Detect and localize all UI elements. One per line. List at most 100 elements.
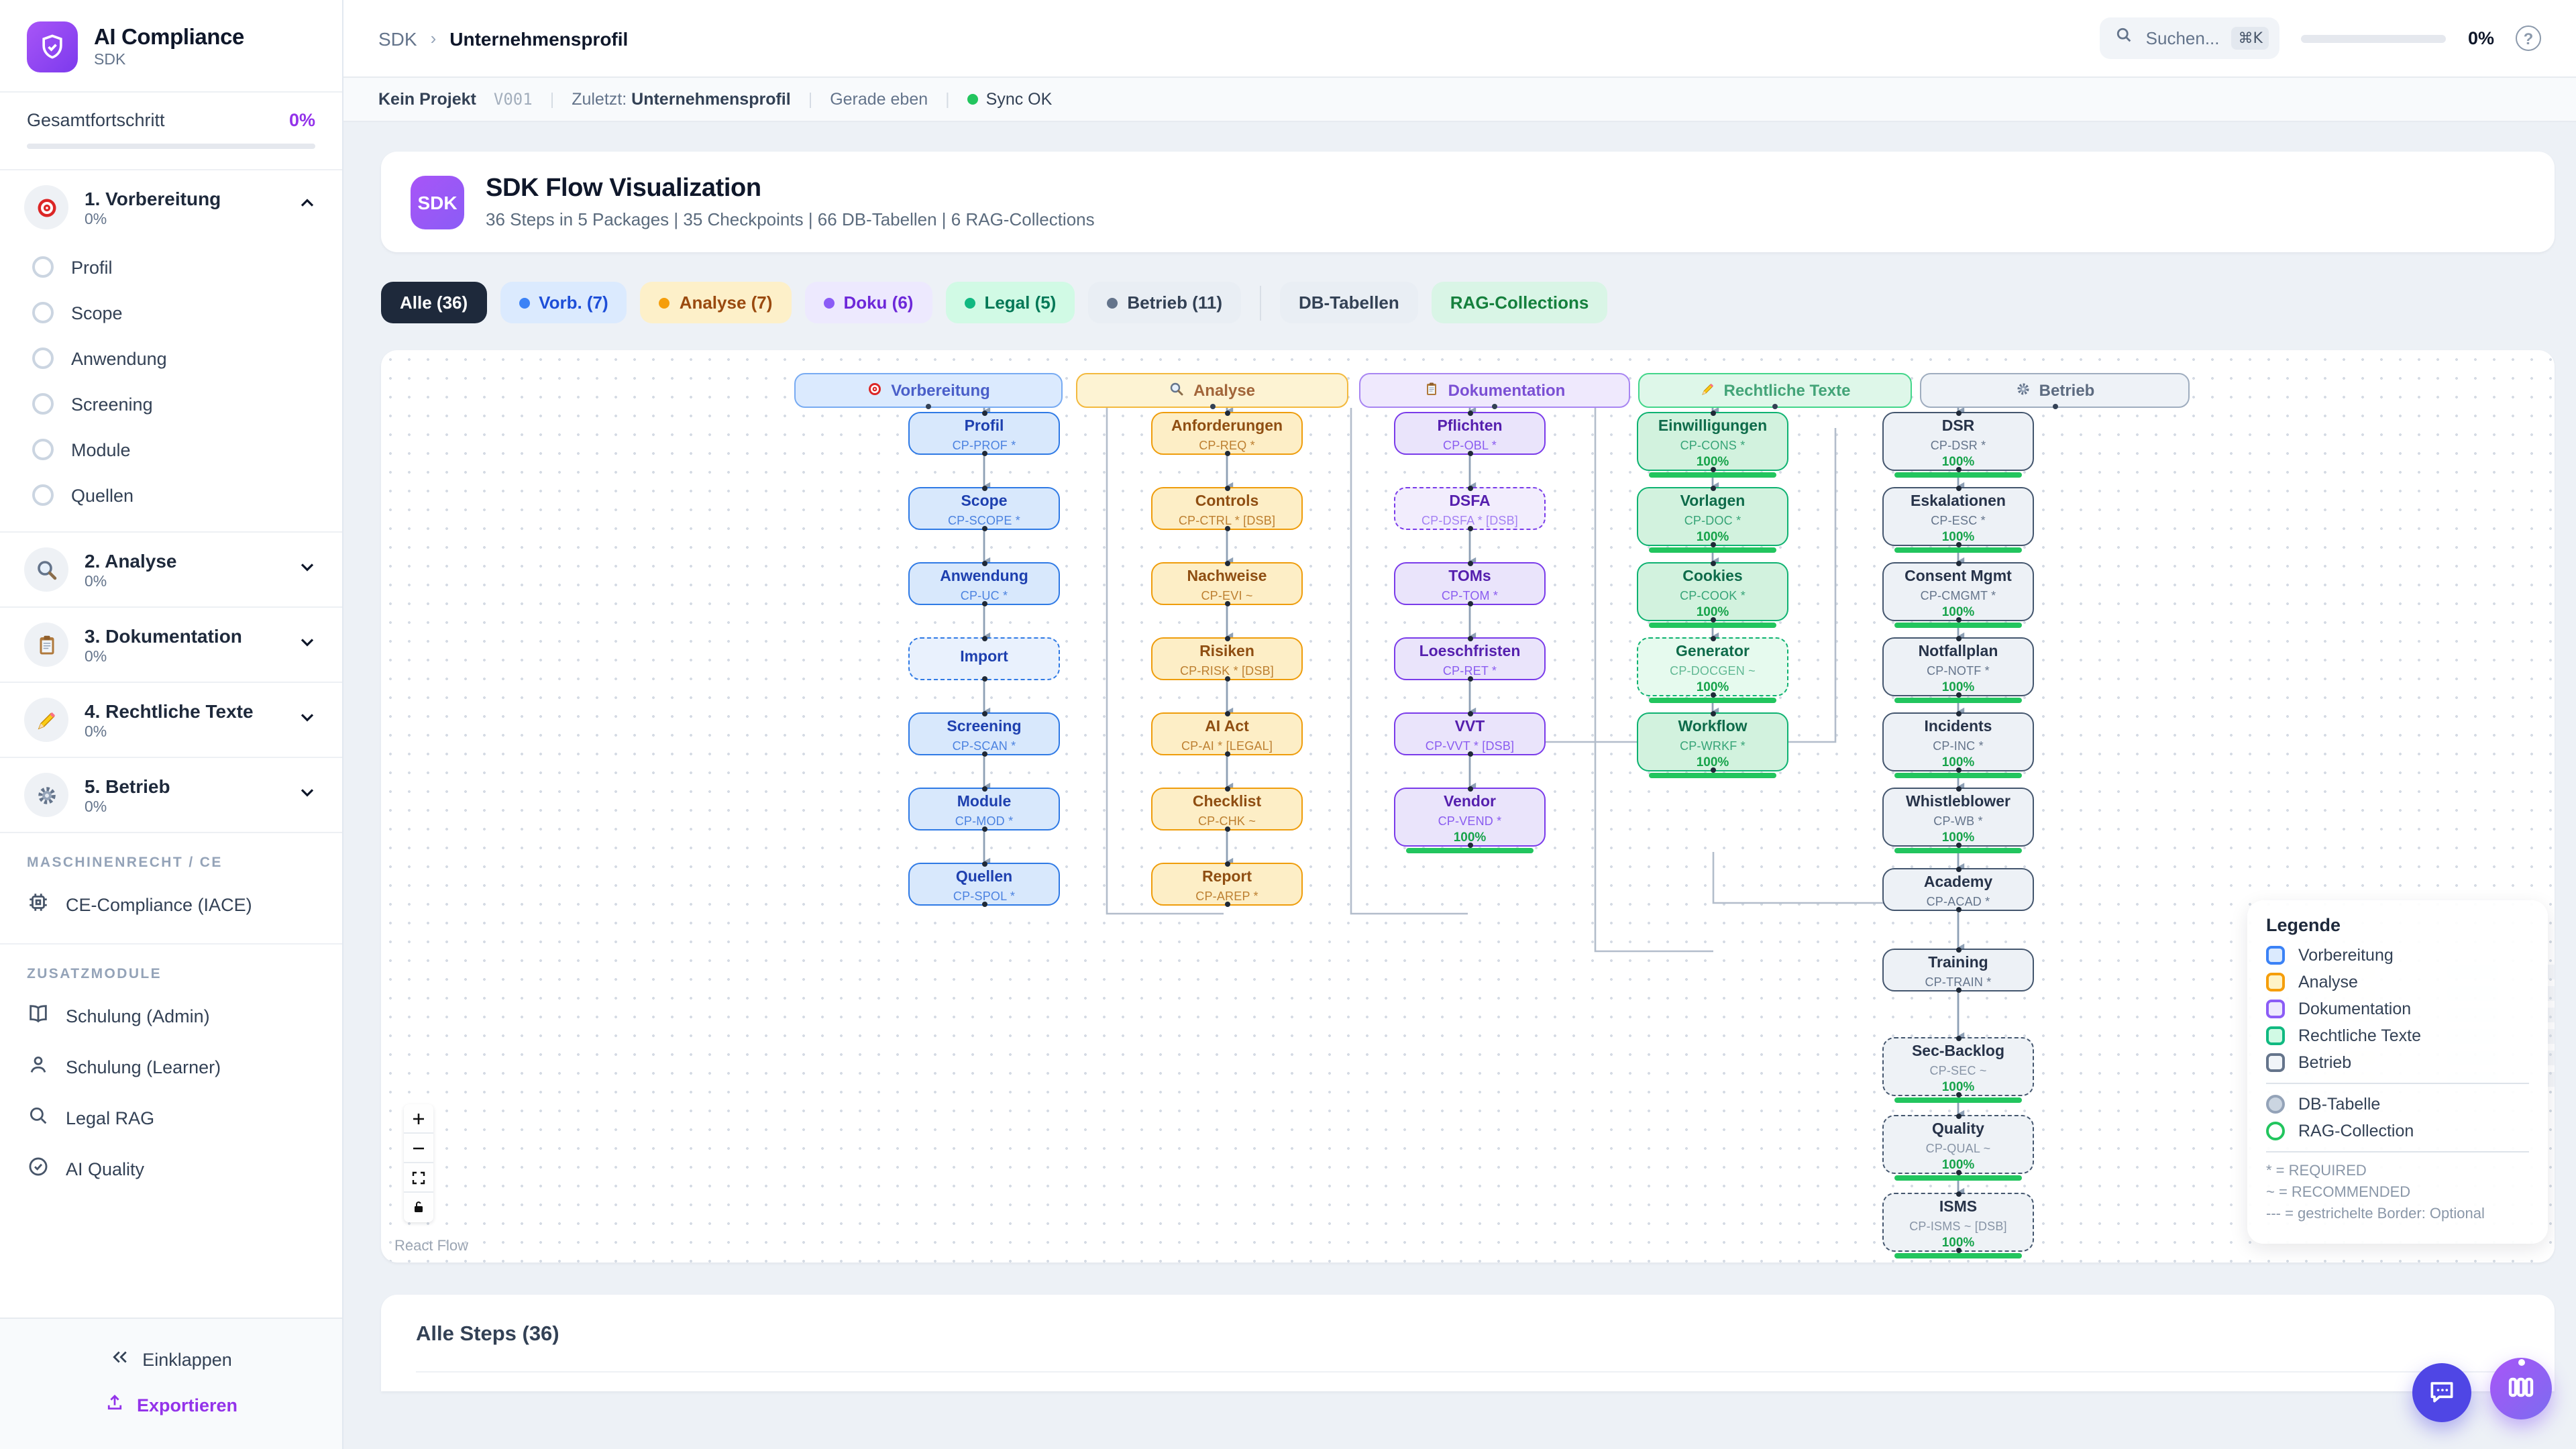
flow-group-header-dokumentation[interactable]: Dokumentation <box>1359 373 1630 409</box>
filter-chip-db-tabellen[interactable]: DB-Tabellen <box>1280 282 1418 323</box>
sidebar-step-anwendung[interactable]: Anwendung <box>0 335 342 381</box>
flow-group-header-rechtliche-texte[interactable]: Rechtliche Texte <box>1638 373 1912 409</box>
lock-button[interactable] <box>404 1193 433 1222</box>
search-input[interactable]: Suchen... ⌘K <box>2100 17 2280 59</box>
sidebar-step-module[interactable]: Module <box>0 427 342 472</box>
fit-view-button[interactable] <box>404 1163 433 1193</box>
filter-chip-analyse-7-[interactable]: Analyse (7) <box>640 282 792 323</box>
target-icon <box>24 185 68 229</box>
node-title: Pflichten <box>1437 419 1503 435</box>
zoom-out-button[interactable] <box>404 1134 433 1163</box>
node-title: Workflow <box>1678 719 1748 735</box>
node-title: ISMS <box>1939 1199 1978 1216</box>
sidebar-step-quellen[interactable]: Quellen <box>0 472 342 518</box>
sidebar-step-scope[interactable]: Scope <box>0 290 342 335</box>
node-code: CP-CMGMT * <box>1920 588 1996 602</box>
sidebar-item-schulung-admin[interactable]: Schulung (Admin) <box>0 990 342 1041</box>
legend-item-dokumentation: Dokumentation <box>2266 1000 2529 1018</box>
sidebar-step-profil[interactable]: Profil <box>0 244 342 290</box>
sidebar-item-schulung-learner[interactable]: Schulung (Learner) <box>0 1041 342 1092</box>
breadcrumb-sdk[interactable]: SDK <box>378 28 417 49</box>
node-title: Screening <box>947 719 1022 735</box>
filter-chip-rag-collections[interactable]: RAG-Collections <box>1431 282 1608 323</box>
node-title: Quellen <box>955 869 1013 885</box>
filter-chip-doku-6-[interactable]: Doku (6) <box>804 282 932 323</box>
filter-chip-vorb-7-[interactable]: Vorb. (7) <box>500 282 627 323</box>
columns-fab-button[interactable] <box>2490 1358 2552 1419</box>
flow-group-header-betrieb[interactable]: Betrieb <box>1920 373 2190 409</box>
chevron-down-icon <box>297 781 318 809</box>
filter-chip-betrieb-11-[interactable]: Betrieb (11) <box>1088 282 1241 323</box>
package-header[interactable]: 4. Rechtliche Texte 0% <box>0 683 342 757</box>
filter-chip-legal-5-[interactable]: Legal (5) <box>945 282 1075 323</box>
group-label: Rechtliche Texte <box>1723 381 1851 400</box>
node-progress-bar <box>1648 622 1777 628</box>
help-icon[interactable]: ? <box>2516 25 2541 51</box>
package-header[interactable]: 2. Analyse 0% <box>0 533 342 606</box>
flow-group-header-vorbereitung[interactable]: Vorbereitung <box>794 373 1063 409</box>
sidebar-item-ce-compliance[interactable]: CE-Compliance (IACE) <box>0 879 342 930</box>
node-progress-bar <box>1894 472 2023 478</box>
export-button[interactable]: Exportieren <box>0 1382 342 1428</box>
legend-item-betrieb: Betrieb <box>2266 1053 2529 1072</box>
sidebar-item-legal-rag[interactable]: Legal RAG <box>0 1092 342 1143</box>
legend-swatch <box>2266 1053 2285 1072</box>
node-progress-value: 100% <box>1696 529 1729 545</box>
legend-label: Vorbereitung <box>2298 946 2394 965</box>
magnifier-icon <box>24 547 68 592</box>
flow-group-header-analyse[interactable]: Analyse <box>1076 373 1348 409</box>
node-progress-bar <box>1648 697 1777 703</box>
collapse-sidebar-button[interactable]: Einklappen <box>0 1336 342 1382</box>
chat-fab-button[interactable] <box>2412 1363 2471 1422</box>
sidebar-item-ai-quality[interactable]: AI Quality <box>0 1143 342 1194</box>
step-label: Quellen <box>71 485 134 505</box>
package-header[interactable]: 5. Betrieb 0% <box>0 758 342 832</box>
package-header[interactable]: 1. Vorbereitung 0% <box>0 170 342 244</box>
package-header[interactable]: 3. Dokumentation 0% <box>0 608 342 682</box>
legend-item-db-tabelle: DB-Tabelle <box>2266 1095 2529 1114</box>
node-title: Nachweise <box>1187 569 1267 585</box>
zoom-in-button[interactable] <box>404 1104 433 1134</box>
sidebar-step-screening[interactable]: Screening <box>0 381 342 427</box>
export-icon <box>105 1393 125 1417</box>
node-code: CP-SCAN * <box>952 739 1016 753</box>
filter-chip-alle-36-[interactable]: Alle (36) <box>381 282 487 323</box>
flow-node-import[interactable]: Import <box>908 636 1060 682</box>
